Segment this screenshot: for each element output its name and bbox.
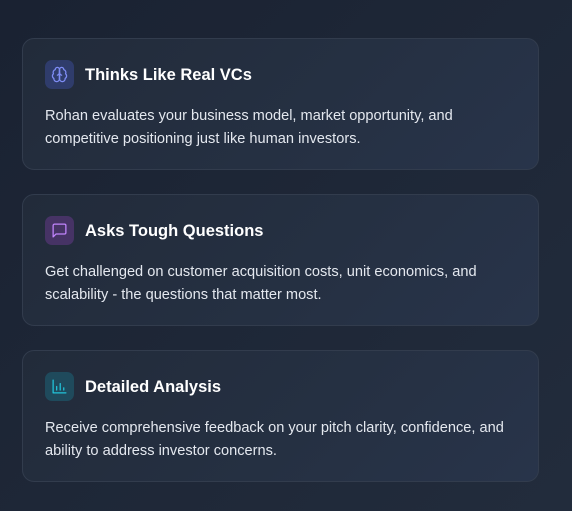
brain-icon [45,60,74,89]
bar-chart-icon [45,372,74,401]
feature-card-tough-questions: Asks Tough Questions Get challenged on c… [22,194,539,326]
feature-description: Get challenged on customer acquisition c… [45,264,477,303]
feature-title: Asks Tough Questions [85,222,264,240]
feature-title: Thinks Like Real VCs [85,66,252,84]
feature-description: Rohan evaluates your business model, mar… [45,108,453,147]
message-square-icon [45,216,74,245]
feature-description: Receive comprehensive feedback on your p… [45,420,504,459]
feature-card-thinks-like-vcs: Thinks Like Real VCs Rohan evaluates you… [22,38,539,170]
feature-card-detailed-analysis: Detailed Analysis Receive comprehensive … [22,350,539,482]
feature-title: Detailed Analysis [85,378,222,396]
